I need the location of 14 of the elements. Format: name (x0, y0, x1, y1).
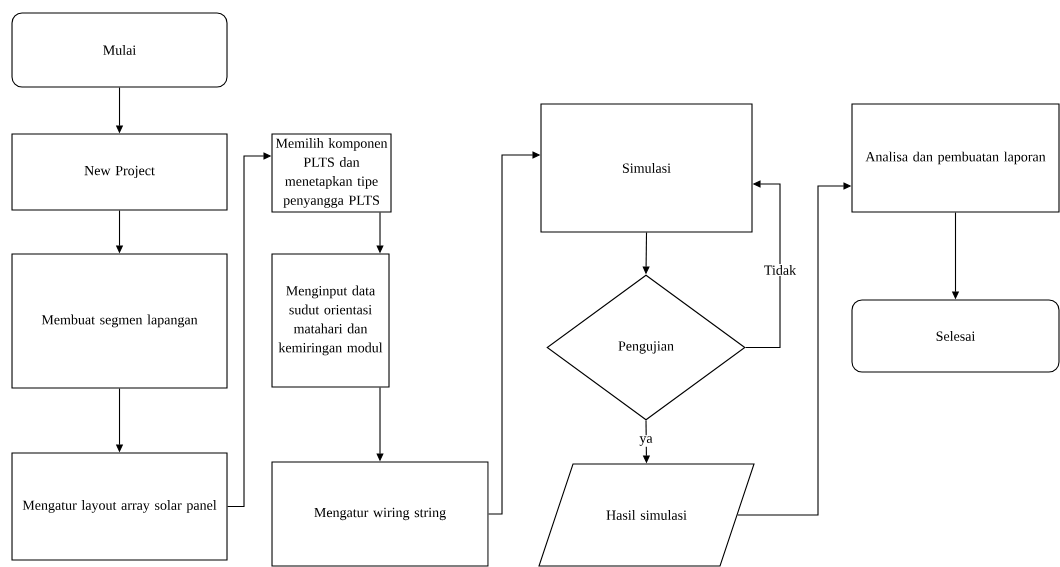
process-box: Analisa dan pembuatan laporan (851, 103, 1060, 213)
process-box: Mengatur layout array solar panel (11, 452, 228, 561)
process-box: Menginput data sudut orientasi matahari dan kemiringan modul (271, 253, 390, 388)
terminal-box: Mulai (11, 12, 228, 88)
edge-label: ya (638, 435, 654, 447)
data-parallelogram: Hasil simulasi (538, 463, 755, 567)
process-box: New Project (11, 133, 228, 211)
terminal-box: Selesai (851, 299, 1060, 373)
process-box: Simulasi (540, 103, 753, 233)
process-box: Mengatur wiring string (271, 461, 489, 567)
edge-label: Tidak (762, 264, 798, 276)
process-box: Memilih komponen PLTS dan menetapkan tipe penyangga PLTS (271, 133, 392, 213)
process-box: Membuat segmen lapangan (11, 253, 228, 389)
arrow (745, 180, 781, 349)
